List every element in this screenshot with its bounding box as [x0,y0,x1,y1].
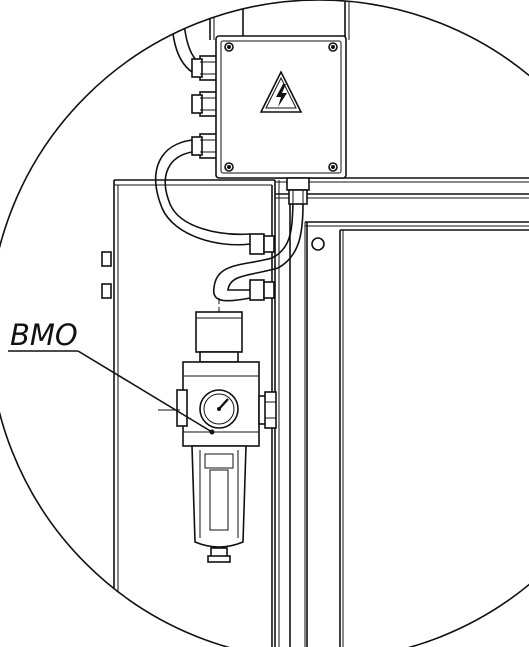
cable-from-box [212,203,294,302]
frame-hole [311,237,325,251]
junction-box [215,35,347,179]
cable-gland-3 [191,133,219,159]
cable-gland-1 [191,55,219,81]
cable-gland-bottom [286,177,310,205]
callout-leader [8,350,215,435]
outlet-fitting [258,391,277,429]
filter-bowl [191,445,247,548]
high-voltage-warning-icon [259,70,303,113]
panel-gland-upper [249,233,275,255]
panel-fastener-bottom [101,283,112,299]
pressure-gauge-icon [199,389,239,429]
main-frame [274,177,529,647]
upper-frame-posts [209,0,350,40]
panel-fastener-top [101,251,112,267]
callout-label: ВМО [10,318,78,352]
panel-gland-lower [249,279,275,301]
incoming-cable [170,0,193,73]
cable-gland-2 [191,91,219,117]
filter-regulator-unit [176,298,277,563]
cable-loop-upper [154,139,251,246]
